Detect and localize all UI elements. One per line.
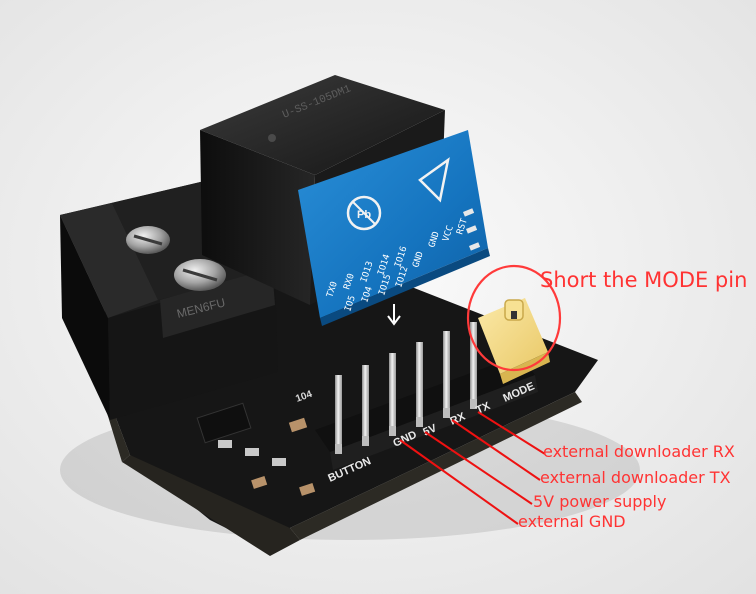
silkscreen-rx: RX [448, 410, 467, 427]
silkscreen-5v: 5V [421, 422, 439, 439]
pin-label: TX0 [325, 280, 340, 299]
pin-label: RX0 [342, 272, 357, 291]
header-pins [335, 322, 477, 454]
arrow-down-icon [387, 304, 401, 326]
pin-label: GND [427, 230, 442, 249]
pin-label: RST [455, 217, 470, 236]
callout-ellipse [466, 264, 562, 372]
pin-label: GND [411, 250, 426, 269]
esd-warning-icon [418, 157, 450, 203]
label-5v-supply: 5V power supply [533, 492, 667, 511]
pb-free-icon [346, 195, 382, 231]
pin-header-base [315, 355, 538, 470]
pin-label: IO4 [360, 285, 375, 304]
smd-components: 104 [196, 389, 316, 496]
wifi-module: Pb IO16 IO14 IO13 RX0 TX0 GND IO12 IO15 … [298, 130, 490, 326]
label-external-tx: external downloader TX [540, 468, 731, 487]
pin-label: VCC [441, 224, 456, 243]
leader-lines [399, 411, 546, 525]
label-external-gnd: external GND [518, 512, 626, 531]
pin-label: IO5 [343, 294, 358, 313]
pb-logo-text: Pb [357, 209, 371, 221]
label-external-rx: external downloader RX [543, 442, 735, 461]
mode-pin-callout: Short the MODE pin [540, 268, 748, 292]
